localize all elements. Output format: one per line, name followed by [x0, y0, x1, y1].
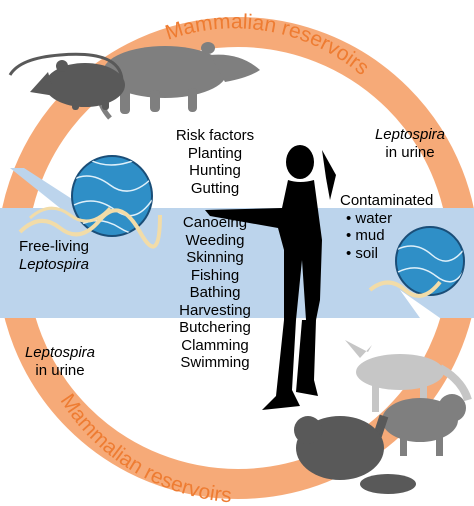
- contaminated-item: • mud: [346, 227, 385, 244]
- free-living-text: Free-living: [18, 238, 90, 255]
- risk-factor: Swimming: [180, 354, 250, 371]
- free-living-organism: Leptospira: [18, 255, 90, 273]
- risk-factors-title: Risk factors: [175, 127, 255, 144]
- risk-factor: Hunting: [189, 162, 241, 179]
- urine-top-organism: Leptospira: [374, 126, 446, 143]
- environment-band: [0, 168, 474, 318]
- human-silhouette-icon: [205, 145, 336, 410]
- urine-label-bottom: Leptospira in urine: [24, 344, 96, 379]
- contaminated-item: • soil: [346, 244, 378, 262]
- urine-top-text: in urine: [385, 143, 435, 161]
- contaminated-title: Contaminated: [340, 192, 434, 209]
- leptospira-sphere-icon: [18, 155, 162, 249]
- leptospira-sphere-icon: [368, 226, 465, 298]
- risk-factor: Harvesting: [179, 301, 251, 319]
- contaminated-item: • water: [346, 209, 393, 227]
- free-living-label: Free-living Leptospira: [18, 238, 90, 273]
- urine-label-top: Leptospira in urine: [374, 126, 446, 161]
- urine-bottom-text: in urine: [35, 361, 85, 379]
- risk-factor: Skinning: [186, 249, 244, 266]
- risk-factors-panel: Risk factors Planting Hunting Gutting Ca…: [175, 127, 255, 371]
- risk-factor: Fishing: [190, 266, 240, 284]
- fox-icon: [345, 340, 472, 412]
- risk-factor: Canoeing: [182, 214, 248, 231]
- risk-factor: Gutting: [190, 179, 240, 197]
- rat-icon: [8, 52, 125, 110]
- risk-factor: Planting: [187, 144, 243, 162]
- contaminated-label: Contaminated • water • mud • soil: [340, 192, 434, 262]
- risk-factor: Clamming: [181, 336, 249, 354]
- opossum-icon: [96, 42, 260, 120]
- risk-factor: Butchering: [179, 319, 251, 336]
- risk-factor: Weeding: [185, 231, 245, 249]
- raccoon-icon: [371, 394, 466, 456]
- urine-bottom-organism: Leptospira: [24, 344, 96, 361]
- risk-factor: Bathing: [189, 284, 241, 301]
- beaver-icon: [294, 416, 416, 494]
